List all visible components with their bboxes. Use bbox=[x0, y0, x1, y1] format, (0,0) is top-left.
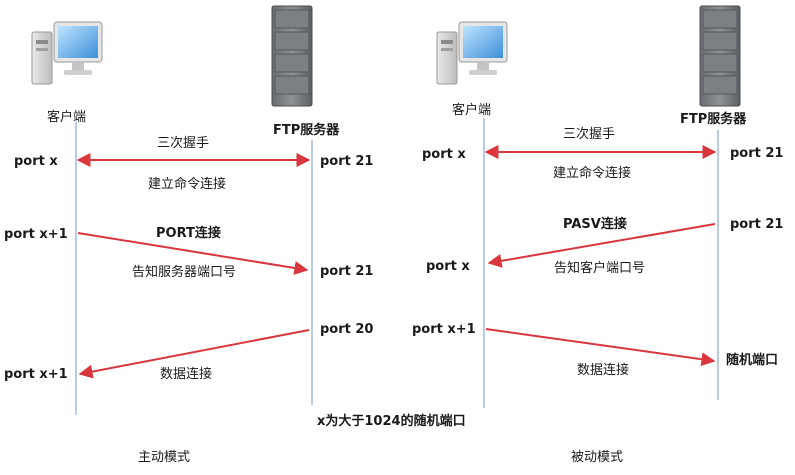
client-port-x: port x bbox=[14, 154, 58, 169]
server-label: FTP服务器 bbox=[273, 122, 340, 138]
arrow-label-tell-client-port: 告知客户端口号 bbox=[554, 260, 645, 276]
server-port-21: port 21 bbox=[730, 146, 783, 161]
client-port-x-second: port x bbox=[426, 259, 470, 274]
active-mode-section: 客户端 FTP服务器 三次握手 建立命令连接 port x port 21 po… bbox=[4, 5, 373, 465]
arrow-label-port: PORT连接 bbox=[156, 225, 221, 241]
passive-mode-section: 客户端 FTP服务器 三次握手 建立命令连接 port x port 21 PA… bbox=[412, 5, 783, 465]
client-port-x1-data: port x+1 bbox=[4, 367, 68, 382]
server-port-21-second: port 21 bbox=[730, 217, 783, 232]
active-mode-label: 主动模式 bbox=[138, 450, 190, 465]
server-port-20: port 20 bbox=[320, 322, 373, 337]
desktop-computer-icon bbox=[436, 21, 508, 85]
footnote: x为大于1024的随机端口 bbox=[317, 413, 466, 429]
client-port-x1-port: port x+1 bbox=[4, 227, 68, 242]
arrow-label-command: 建立命令连接 bbox=[553, 165, 631, 181]
client-label: 客户端 bbox=[47, 109, 86, 125]
arrow-port-connection bbox=[77, 232, 309, 275]
desktop-computer-icon bbox=[31, 21, 103, 85]
server-port-21: port 21 bbox=[320, 154, 373, 169]
server-random-port: 随机端口 bbox=[726, 352, 778, 368]
client-label: 客户端 bbox=[452, 102, 491, 118]
arrow-label-handshake: 三次握手 bbox=[563, 126, 615, 142]
arrow-label-data: 数据连接 bbox=[577, 362, 629, 378]
server-tower-icon bbox=[271, 5, 313, 107]
server-tower-icon bbox=[699, 5, 741, 107]
arrow-pasv-connection bbox=[487, 223, 716, 268]
arrow-data-connection bbox=[485, 328, 716, 367]
client-port-x: port x bbox=[422, 147, 466, 162]
arrow-label-tell-server-port: 告知服务器端口号 bbox=[132, 264, 236, 280]
arrow-label-data: 数据连接 bbox=[160, 366, 212, 382]
arrow-label-pasv: PASV连接 bbox=[563, 216, 627, 232]
arrow-data-connection bbox=[78, 329, 310, 379]
arrow-label-handshake: 三次握手 bbox=[157, 135, 209, 151]
arrow-label-command: 建立命令连接 bbox=[148, 176, 226, 192]
passive-mode-label: 被动模式 bbox=[571, 450, 623, 465]
server-port-21-second: port 21 bbox=[320, 264, 373, 279]
server-label: FTP服务器 bbox=[680, 111, 747, 127]
client-port-x1: port x+1 bbox=[412, 322, 476, 337]
